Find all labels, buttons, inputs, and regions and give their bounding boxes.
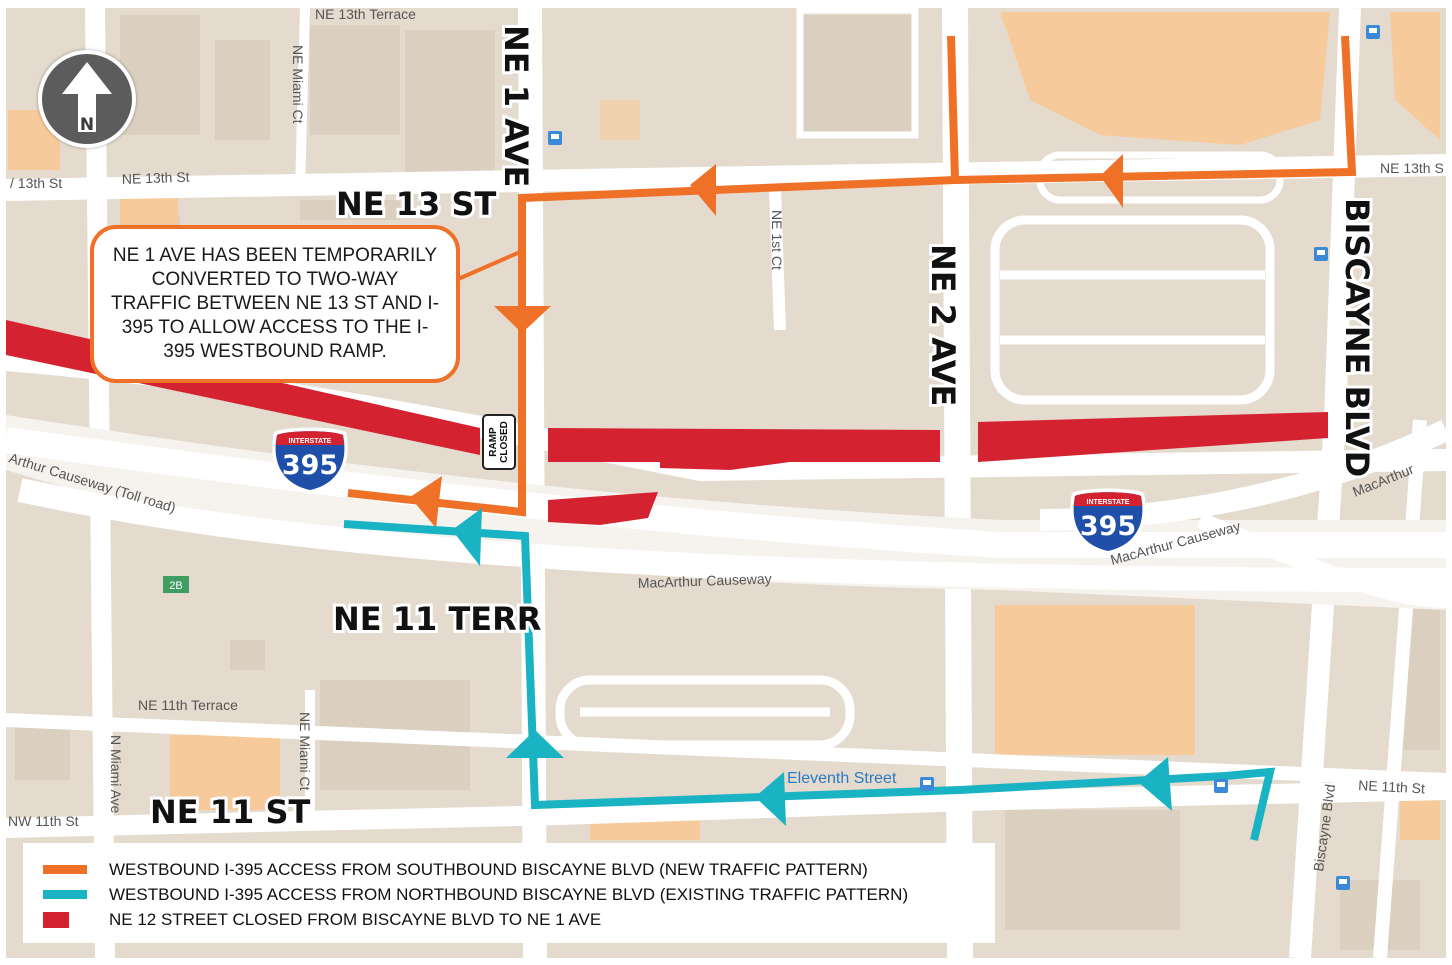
legend: WESTBOUND I-395 ACCESS FROM SOUTHBOUND B… (23, 843, 995, 943)
compass-letter: N (80, 115, 94, 135)
compass: N (38, 50, 136, 148)
street-label-ne-1st-ct: NE 1st Ct (769, 210, 785, 270)
big-label-biscayne-blvd: BISCAYNE BLVD (1338, 198, 1376, 477)
street-label-nw-11th-st: NW 11th St (8, 813, 79, 829)
orange-route (347, 35, 1357, 528)
teal-route (343, 508, 1276, 841)
bus-stop-icon (1366, 25, 1380, 39)
ramp-sign-line1: RAMP (488, 427, 499, 457)
ramp-sign-line2: CLOSED (499, 421, 510, 463)
arrow-icon (494, 306, 551, 333)
legend-item-orange: WESTBOUND I-395 ACCESS FROM SOUTHBOUND B… (43, 857, 975, 882)
exit-2b-label: 2B (169, 580, 182, 592)
highlight-buildings (8, 12, 1440, 925)
big-label-ne-13-st: NE 13 ST (336, 185, 497, 223)
svg-text:395: 395 (282, 450, 338, 481)
street-label-13th-st-left: / 13th St (10, 175, 62, 191)
street-label-ne-13th-st: NE 13th St (122, 169, 190, 187)
bus-stop-icon (1214, 779, 1228, 793)
big-label-ne-2-ave: NE 2 AVE (924, 244, 962, 406)
arrow-icon (690, 164, 716, 216)
street-label-ne-miami-ct-lower: NE Miami Ct (297, 712, 313, 791)
street-label-eleventh-street-station: Eleventh Street (787, 770, 897, 787)
street-label-ne-11th-terrace: NE 11th Terrace (138, 697, 238, 713)
callout-text: NE 1 AVE HAS BEEN TEMPORARILY CONVERTED … (111, 245, 439, 362)
legend-swatch-orange (43, 865, 87, 874)
callout-note: NE 1 AVE HAS BEEN TEMPORARILY CONVERTED … (90, 225, 460, 383)
street-label-ne-11th-st-right: NE 11th St (1358, 777, 1426, 796)
legend-item-red: NE 12 STREET CLOSED FROM BISCAYNE BLVD T… (43, 907, 975, 932)
big-label-ne-11-terr: NE 11 TERR (333, 600, 541, 638)
parking-structures (555, 6, 1284, 750)
bus-stop-icon (920, 777, 934, 791)
interstate-shield-icon: INTERSTATE 395 (1070, 488, 1146, 555)
street-label-n-miami-ave: N Miami Ave (108, 735, 124, 814)
street-label-ne-miami-ct-upper: NE Miami Ct (290, 45, 306, 124)
interstate-shield-icon: INTERSTATE 395 (272, 427, 348, 494)
arrow-icon (410, 476, 442, 528)
svg-text:395: 395 (1080, 511, 1136, 542)
arrow-icon (1138, 757, 1172, 811)
arrow-icon (452, 508, 482, 566)
legend-swatch-red (43, 911, 69, 928)
legend-swatch-teal (43, 890, 87, 899)
bus-stop-icon (1336, 876, 1350, 890)
exit-sign (163, 576, 189, 593)
street-label-macarthur-causeway-center: MacArthur Causeway (638, 570, 772, 591)
svg-text:INTERSTATE: INTERSTATE (1087, 499, 1130, 506)
arrow-icon (506, 730, 564, 758)
svg-text:INTERSTATE: INTERSTATE (289, 438, 332, 445)
north-arrow-icon: N (62, 62, 112, 135)
legend-label-teal: WESTBOUND I-395 ACCESS FROM NORTHBOUND B… (109, 884, 909, 904)
bus-stop-icon (548, 131, 562, 145)
legend-item-teal: WESTBOUND I-395 ACCESS FROM NORTHBOUND B… (43, 882, 975, 907)
big-label-ne-11-st: NE 11 ST (150, 793, 311, 831)
street-label-ne-13th-terrace: NE 13th Terrace (315, 6, 416, 22)
arrow-icon (755, 772, 786, 826)
arrow-icon (1100, 154, 1123, 208)
bus-stop-icon (1314, 247, 1328, 261)
big-label-ne-1-ave: NE 1 AVE (497, 25, 535, 187)
legend-label-red: NE 12 STREET CLOSED FROM BISCAYNE BLVD T… (109, 909, 602, 929)
legend-label-orange: WESTBOUND I-395 ACCESS FROM SOUTHBOUND B… (109, 859, 868, 879)
callout-pointer (455, 250, 521, 282)
street-label-ne-13th-st-right: NE 13th S (1380, 160, 1444, 176)
